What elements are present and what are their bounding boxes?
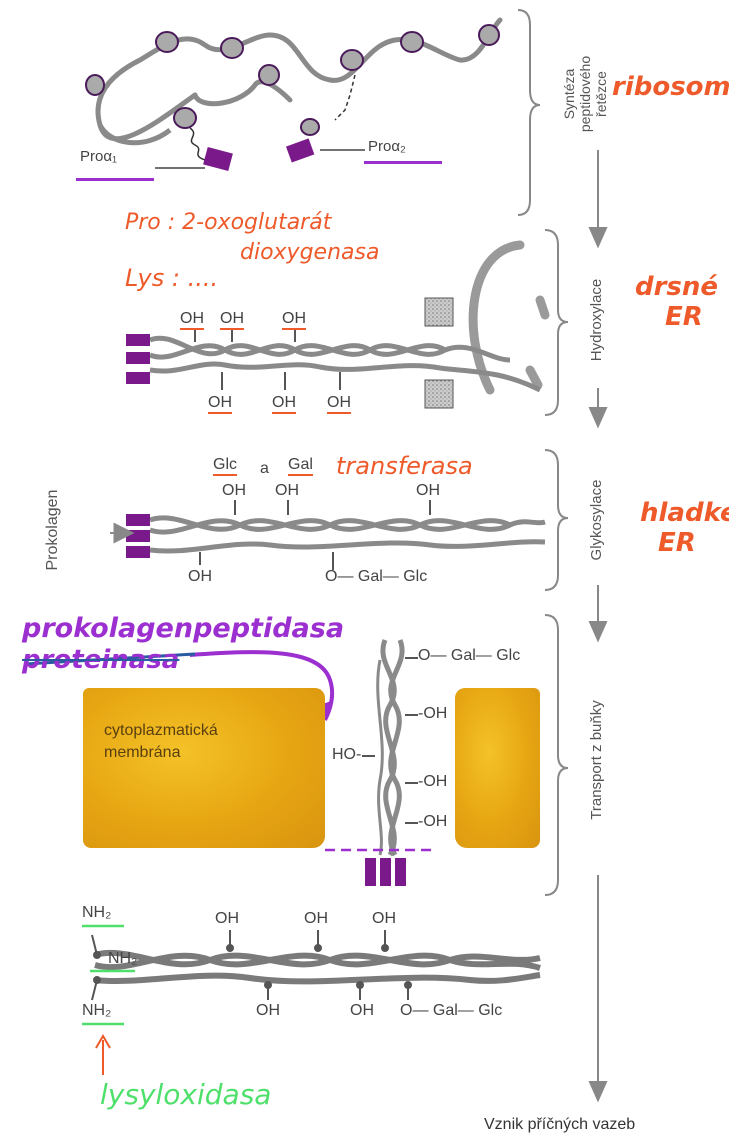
gal-label: Gal: [288, 456, 313, 476]
ribosomes: [85, 24, 500, 136]
membrane-block-left: [83, 688, 325, 848]
step-synthesis-line1: Syntéza: [561, 68, 577, 120]
enzyme-lysyl-oxidase: lysyloxidasa: [100, 1078, 272, 1111]
ER-membrane-curve: [468, 240, 550, 395]
enzyme-procollagen-peptidase: prokolagenpeptidasa: [22, 613, 345, 644]
bottom-caption: Vznik příčných vazeb: [484, 1116, 636, 1133]
oh-label: OH: [222, 482, 246, 499]
oh-label: OH: [208, 394, 232, 414]
annotation-smooth-er-1: hladké: [640, 498, 729, 528]
nh2-label: NH₂: [108, 950, 138, 967]
pro-alpha2-label: Proα₂: [368, 138, 406, 155]
gal-glc-label: O— Gal— Glc: [400, 1002, 503, 1019]
oh-label: OH: [350, 1002, 374, 1019]
annotation-rough-er-2: ER: [665, 302, 703, 332]
purple-propeptides-3: [126, 514, 150, 558]
membrane-label-2: membrána: [104, 744, 181, 761]
oh-label: OH: [188, 568, 212, 585]
oh-label: OH: [416, 482, 440, 499]
ho-label: HO-: [332, 746, 362, 763]
enzyme-lys: Lys : ....: [125, 264, 219, 292]
glc-label: Glc: [213, 456, 237, 476]
enzyme-transferase: transferasa: [336, 452, 473, 480]
step-synthesis-line3: řetězce: [593, 71, 609, 117]
purple-propeptides-2: [126, 334, 150, 384]
enzyme-pro-dioxygenase: Pro : 2-oxoglutarát: [125, 210, 332, 235]
step-synthesis-line2: peptidového: [577, 55, 593, 133]
oh-label: OH: [272, 394, 296, 414]
membrane-block-right: [455, 688, 540, 848]
step-glycosylation-label: Glykosylace: [588, 479, 605, 561]
oh-label: OH: [327, 394, 351, 414]
annotation-rough-er-1: drsné: [635, 272, 719, 302]
oh-label: OH: [215, 910, 239, 927]
annotation-ribosom: ribosom: [612, 72, 729, 102]
step-synthesis-label: Syntéza peptidového řetězce: [555, 15, 615, 145]
helix-glycosylation: [149, 515, 546, 554]
vertical-helix: [376, 639, 405, 857]
nh2-label: NH₂: [82, 904, 112, 921]
gal-glc-label: O— Gal— Glc: [418, 647, 521, 664]
and-label: a: [260, 460, 269, 477]
oh-label: -OH: [418, 813, 448, 830]
pro-alpha2-underline: [364, 161, 442, 164]
oh-label: OH: [275, 482, 299, 499]
purple-propeptides-4: [365, 858, 406, 886]
nh2-label: NH₂: [82, 1002, 112, 1019]
oh-label: -OH: [418, 705, 448, 722]
pro-alpha1-label: Proα₁: [80, 148, 118, 165]
step-hydroxylation-label: Hydroxylace: [588, 278, 605, 362]
helix-crosslink: [94, 949, 541, 985]
oh-label: OH: [256, 1002, 280, 1019]
prokolagen-label: Prokolagen: [44, 489, 61, 571]
oh-label: OH: [180, 310, 204, 330]
oh-label: -OH: [418, 773, 448, 790]
oh-label: OH: [372, 910, 396, 927]
oh-label: OH: [282, 310, 306, 330]
oh-label: OH: [304, 910, 328, 927]
mrna-strand: [95, 17, 503, 146]
struck-proteinase: proteinasa: [22, 645, 180, 675]
process-arrows: [588, 150, 608, 1103]
annotation-smooth-er-2: ER: [658, 528, 696, 558]
pro-alpha1-underline: [76, 178, 154, 181]
membrane-label-1: cytoplazmatická: [104, 722, 218, 739]
enzyme-dioxygenase-line2: dioxygenasa: [240, 240, 380, 265]
step-transport-label: Transport z buňky: [588, 700, 605, 820]
oh-label: OH: [220, 310, 244, 330]
helix-hydroxylation: [149, 335, 542, 393]
gal-glc-label: O— Gal— Glc: [325, 568, 428, 585]
